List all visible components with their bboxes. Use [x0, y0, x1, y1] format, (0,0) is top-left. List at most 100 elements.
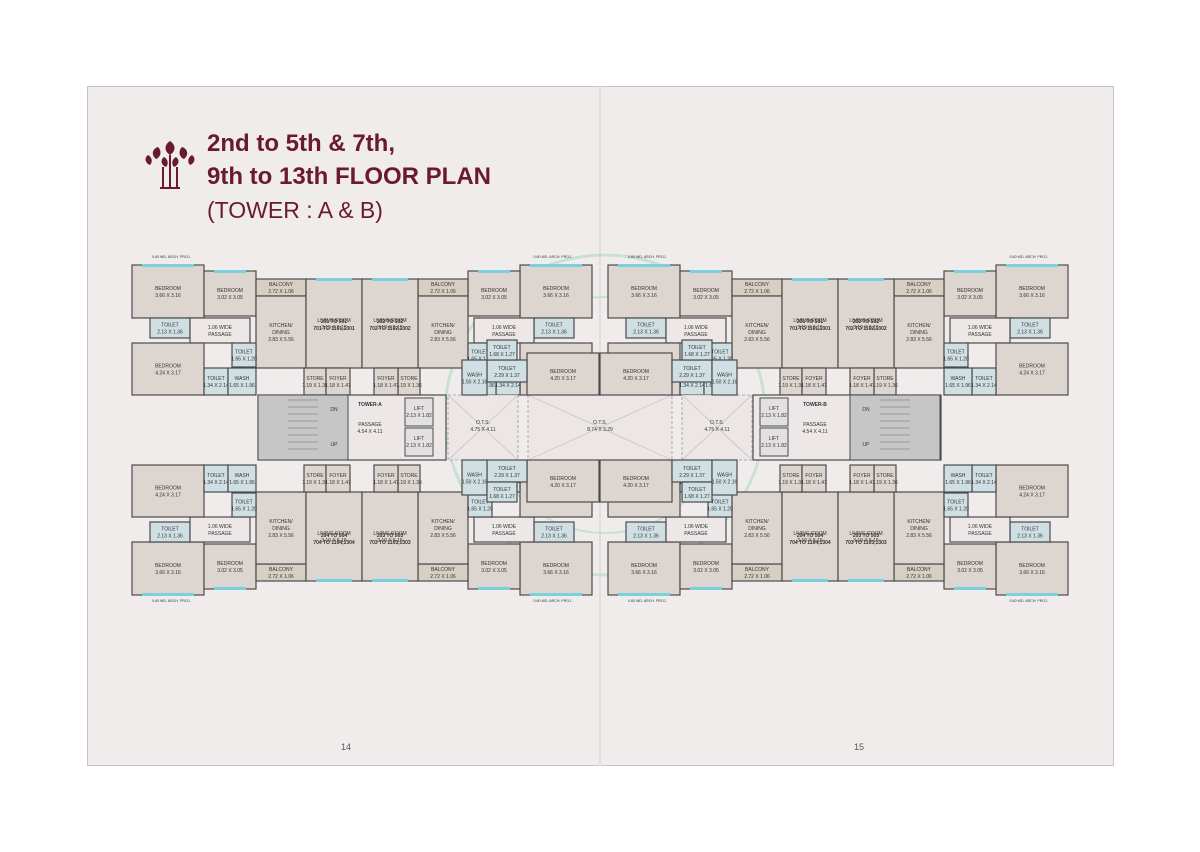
bedroom-label: BEDROOM: [543, 563, 569, 569]
foyer-room: [325, 464, 351, 493]
window: [316, 579, 352, 582]
page-number-left: 14: [341, 742, 352, 752]
lift-dim: 2.13 X 1.82: [761, 443, 787, 449]
toilet-label: TOILET: [683, 466, 700, 472]
unit-number-range: 701 TO 1101,1301: [789, 326, 831, 332]
ots-dim: 8.74 X 3.29: [587, 427, 613, 433]
foyer-label: 1.18 X 1.47: [373, 383, 399, 389]
toilet-label: 1.34 X 2.14: [203, 383, 229, 389]
toilet-label: 2.13 X 1.36: [1017, 534, 1043, 540]
window: [478, 587, 510, 590]
bedroom-dim: 4.20 X 3.17: [623, 483, 649, 489]
store-label: 1.19 X 1.36: [778, 480, 804, 486]
balcony-label: BALCONY: [745, 567, 770, 573]
projection-label: 0.60 WD. ARCH. PROJ.: [628, 599, 667, 603]
projection-label: 0.60 WD. ARCH. PROJ.: [533, 255, 572, 259]
toilet-label: 1.65 X 1.20: [231, 507, 257, 513]
bedroom-label: BEDROOM: [1019, 486, 1045, 492]
living-room-label: 3.19 X 5.15: [797, 538, 823, 544]
toilet-label: TOILET: [471, 500, 488, 506]
ots-label: O.T.S.: [476, 420, 490, 426]
unit-number: 201 TO 501: [321, 319, 348, 325]
toilet-label: 1.65 X 1.20: [943, 357, 969, 363]
wash-room: [943, 464, 973, 493]
store-label: 1.19 X 1.36: [872, 383, 898, 389]
window: [848, 579, 884, 582]
wash-label: WASH: [467, 473, 482, 479]
wash-label: WASH: [717, 473, 732, 479]
ots-center: O.T.S.8.74 X 3.29: [527, 394, 673, 461]
bedroom-label: 3.66 X 3.16: [155, 293, 181, 299]
lift-label: LIFT: [414, 436, 424, 442]
window: [792, 278, 828, 281]
toilet-dim: 1.68 X 1.27: [489, 494, 515, 500]
toilet-label: TOILET: [975, 376, 992, 382]
title-line-3: (TOWER : A & B): [207, 197, 383, 223]
kitchen-label: DINING: [748, 330, 766, 336]
living-room-label: LIVING ROOM: [849, 531, 882, 537]
bedroom-label: 3.02 X 3.05: [481, 295, 507, 301]
ots-label: O.T.S.: [710, 420, 724, 426]
store-label: STORE: [400, 376, 418, 382]
toilet-dim: 2.29 X 1.37: [494, 473, 520, 479]
page-number-right: 15: [854, 742, 865, 752]
balcony-label: 2.72 X 1.06: [744, 574, 770, 580]
passage-label: 1.06 WIDE: [492, 325, 517, 331]
store-label: 1.19 X 1.36: [872, 480, 898, 486]
balcony-label: 2.72 X 1.06: [744, 289, 770, 295]
window: [954, 587, 986, 590]
bedroom-label: 3.02 X 3.05: [957, 295, 983, 301]
ots-dim: 4.75 X 4.11: [470, 427, 495, 433]
kitchen-label: KITCHEN/: [745, 519, 769, 525]
bedroom-label: 4.24 X 3.17: [1019, 493, 1045, 499]
window: [214, 587, 246, 590]
store-label: STORE: [306, 473, 324, 479]
lift-label: LIFT: [769, 436, 779, 442]
balcony-label: BALCONY: [269, 567, 294, 573]
bedroom-label: BEDROOM: [623, 476, 649, 482]
toilet-room: [971, 464, 997, 493]
kitchen-label: 2.83 X 5.56: [430, 533, 456, 539]
window: [848, 278, 884, 281]
foyer-label: 1.18 X 1.47: [325, 383, 351, 389]
foyer-label: FOYER: [853, 473, 871, 479]
toilet-label: 2.13 X 1.36: [1017, 330, 1043, 336]
toilet-label: TOILET: [947, 350, 964, 356]
foyer-room: [849, 367, 875, 396]
toilet-label: TOILET: [207, 376, 224, 382]
passage-label: PASSAGE: [492, 531, 516, 537]
toilet-dim: 2.29 X 1.37: [679, 473, 705, 479]
bedroom-label: BEDROOM: [217, 561, 243, 567]
toilet-label: TOILET: [235, 350, 252, 356]
toilet-label: TOILET: [711, 500, 728, 506]
bedroom-label: BEDROOM: [623, 369, 649, 375]
bedroom-room: [607, 541, 681, 596]
window: [954, 270, 986, 273]
projection-label: 0.60 WD. ARCH. PROJ.: [533, 599, 572, 603]
foyer-label: 1.18 X 1.47: [849, 480, 875, 486]
wash-label: WASH: [467, 373, 482, 379]
unit-number: 202 TO 502: [377, 319, 404, 325]
unit-number: 204 TO 504: [797, 533, 824, 539]
toilet-label: TOILET: [688, 487, 705, 493]
bedroom-label: BEDROOM: [631, 563, 657, 569]
toilet-label: 1.34 X 2.14: [203, 480, 229, 486]
store-label: STORE: [306, 376, 324, 382]
ots-left: O.T.S.4.75 X 4.11: [447, 394, 519, 461]
bedroom-room: [131, 541, 205, 596]
living-room-label: 3.19 X 5.15: [377, 325, 403, 331]
kitchen-label: KITCHEN/: [269, 323, 293, 329]
toilet-label: TOILET: [683, 366, 700, 372]
toilet-label: 2.13 X 1.36: [157, 330, 183, 336]
kitchen-room: [731, 491, 783, 565]
projection-label: 0.60 WD. ARCH. PROJ.: [152, 255, 191, 259]
bedroom-label: 3.02 X 3.05: [693, 568, 719, 574]
toilet-label: TOILET: [471, 350, 488, 356]
